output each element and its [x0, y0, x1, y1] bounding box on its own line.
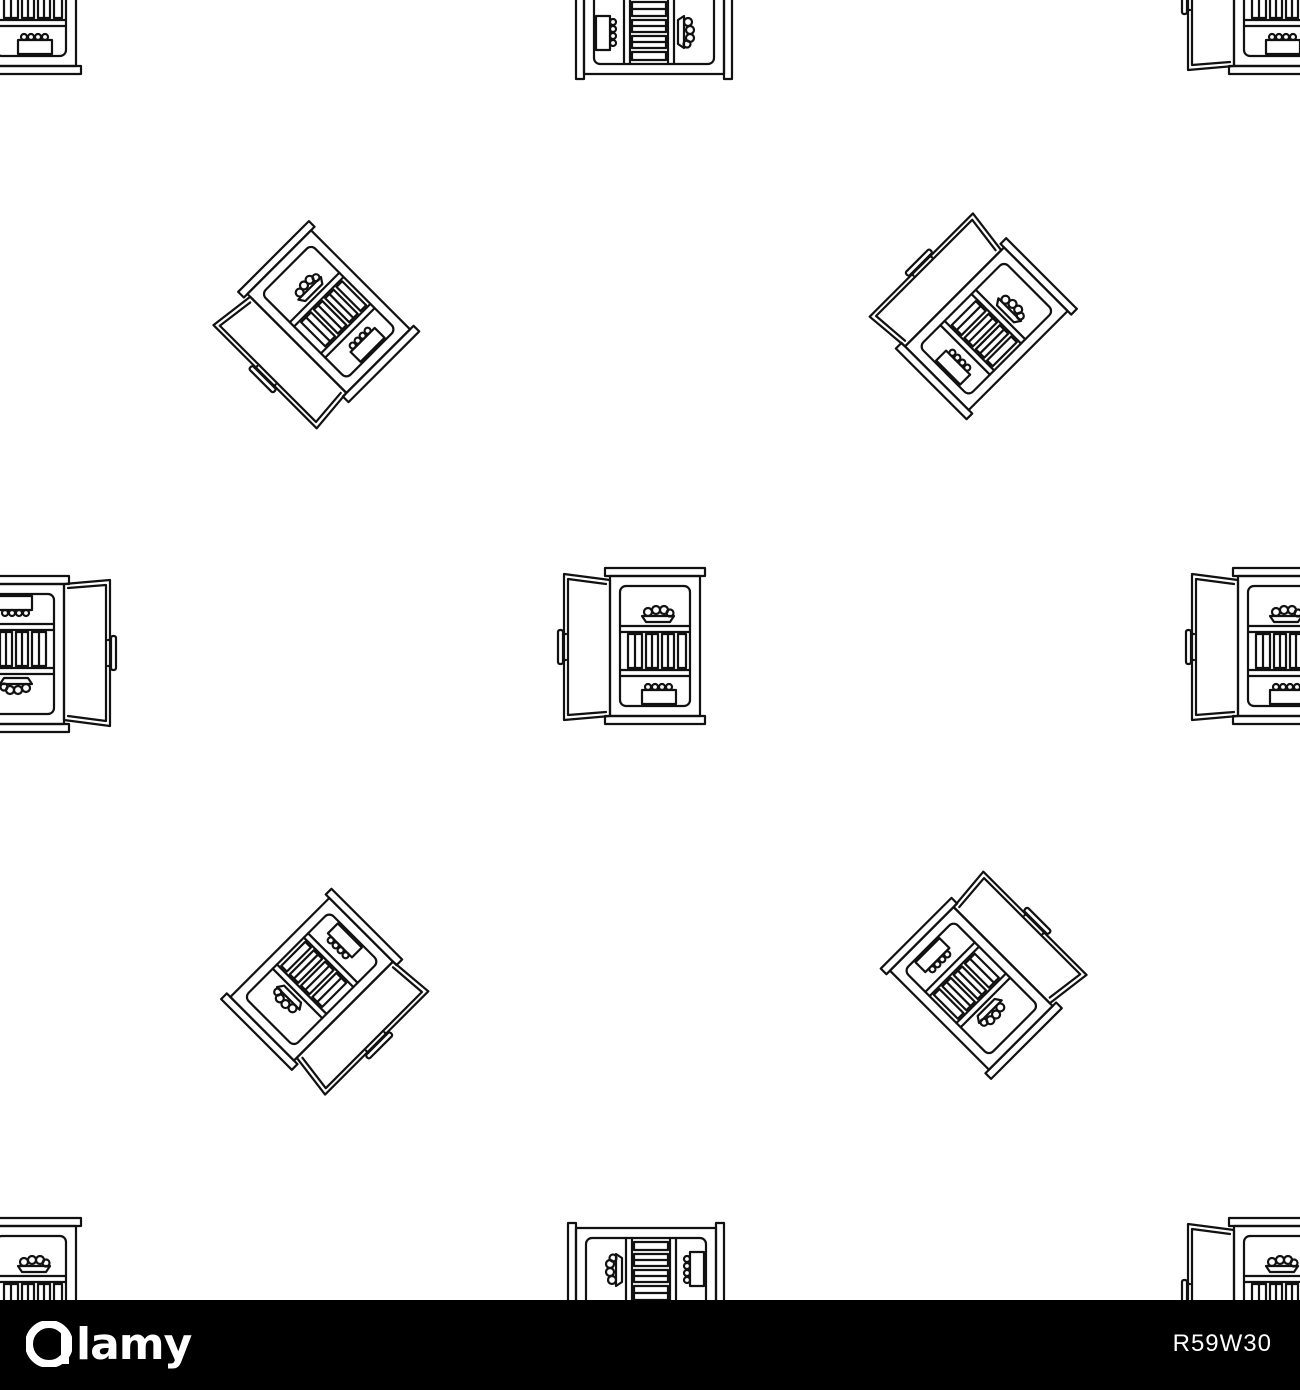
fridge-icon — [203, 220, 421, 437]
brand-mark-icon — [26, 1321, 72, 1367]
fridge-icon — [566, 1221, 726, 1300]
seamless-pattern — [0, 0, 1300, 1300]
brand-logo: lamy — [26, 1316, 192, 1372]
fridge-icon — [220, 887, 437, 1105]
fridge-icon — [1184, 566, 1300, 726]
fridge-icon — [574, 0, 734, 81]
fridge-icon — [861, 203, 1078, 421]
fridge-icon — [0, 574, 118, 734]
pattern-canvas — [0, 0, 1300, 1300]
brand-name: lamy — [76, 1318, 192, 1370]
fridge-icon — [1180, 0, 1300, 76]
fridge-icon — [556, 566, 707, 726]
image-id-label: R59W30 — [1172, 1330, 1272, 1357]
fridge-icon — [0, 0, 83, 76]
watermark-footer: lamy R59W30 — [0, 1300, 1300, 1390]
fridge-icon — [1180, 1216, 1300, 1300]
fridge-icon — [0, 1216, 83, 1300]
fridge-icon — [879, 863, 1097, 1080]
